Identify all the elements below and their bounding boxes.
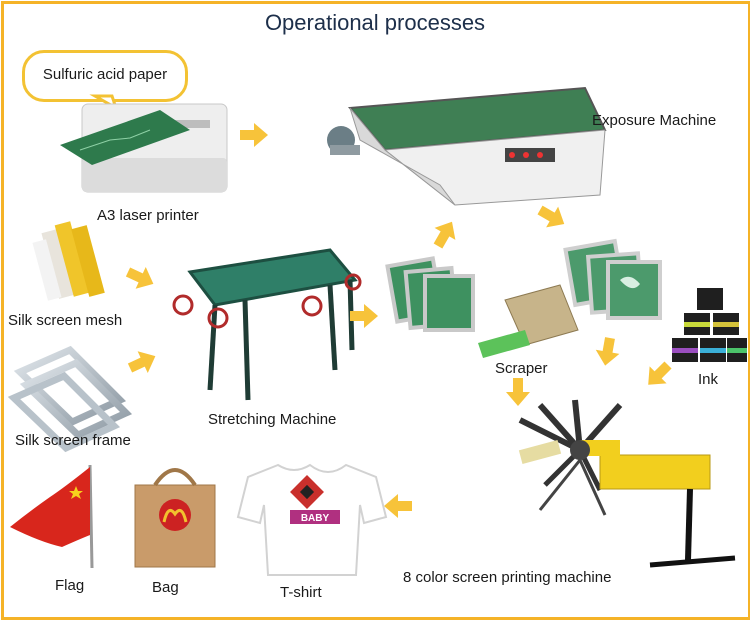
exposed-screens-image [563,238,662,320]
label-frame: Silk screen frame [15,432,131,449]
exposure-machine-image [327,86,607,206]
arrow-ink-to-press [639,356,677,394]
label-printer: A3 laser printer [97,207,199,224]
arrow-press-to-tshirt [384,494,412,518]
label-tshirt: T-shirt [280,584,322,601]
arrow-printer-to-exposure [240,123,268,147]
scraper-image [478,284,579,358]
arrow-screens-to-press [593,335,622,368]
label-ink: Ink [698,371,719,388]
flag-image [10,464,94,569]
mesh-rolls-image [32,221,105,301]
label-exposure: Exposure Machine [592,112,717,129]
label-press: 8 color screen printing machine [403,569,612,586]
laser-printer-image [60,103,228,193]
arrow-exposure-to-screens [534,199,571,235]
arrow-scraper-to-press [506,378,530,406]
label-scraper: Scraper [495,360,548,377]
label-stretching: Stretching Machine [208,411,337,428]
stretched-screens-image [385,256,475,332]
screen-frames-image [7,345,133,453]
tshirt-image: BABY [236,463,388,576]
arrow-frame-to-stretching [124,345,161,379]
ink-cans-image [672,288,747,362]
arrow-screens-to-exposure [427,215,463,252]
arrow-stretching-to-screens [350,304,378,328]
tshirt-print-text: BABY [301,513,330,524]
label-mesh: Silk screen mesh [8,312,123,329]
label-bag: Bag [152,579,179,596]
callout-text: Sulfuric acid paper [42,66,168,83]
bag-image [134,468,216,568]
stretching-machine-image [172,248,362,401]
page-title: Operational processes [264,10,486,35]
arrow-mesh-to-stretching [122,261,159,295]
printing-press-image [518,399,736,568]
callout-bubble: Sulfuric acid paper [22,50,188,102]
label-flag: Flag [55,577,85,594]
